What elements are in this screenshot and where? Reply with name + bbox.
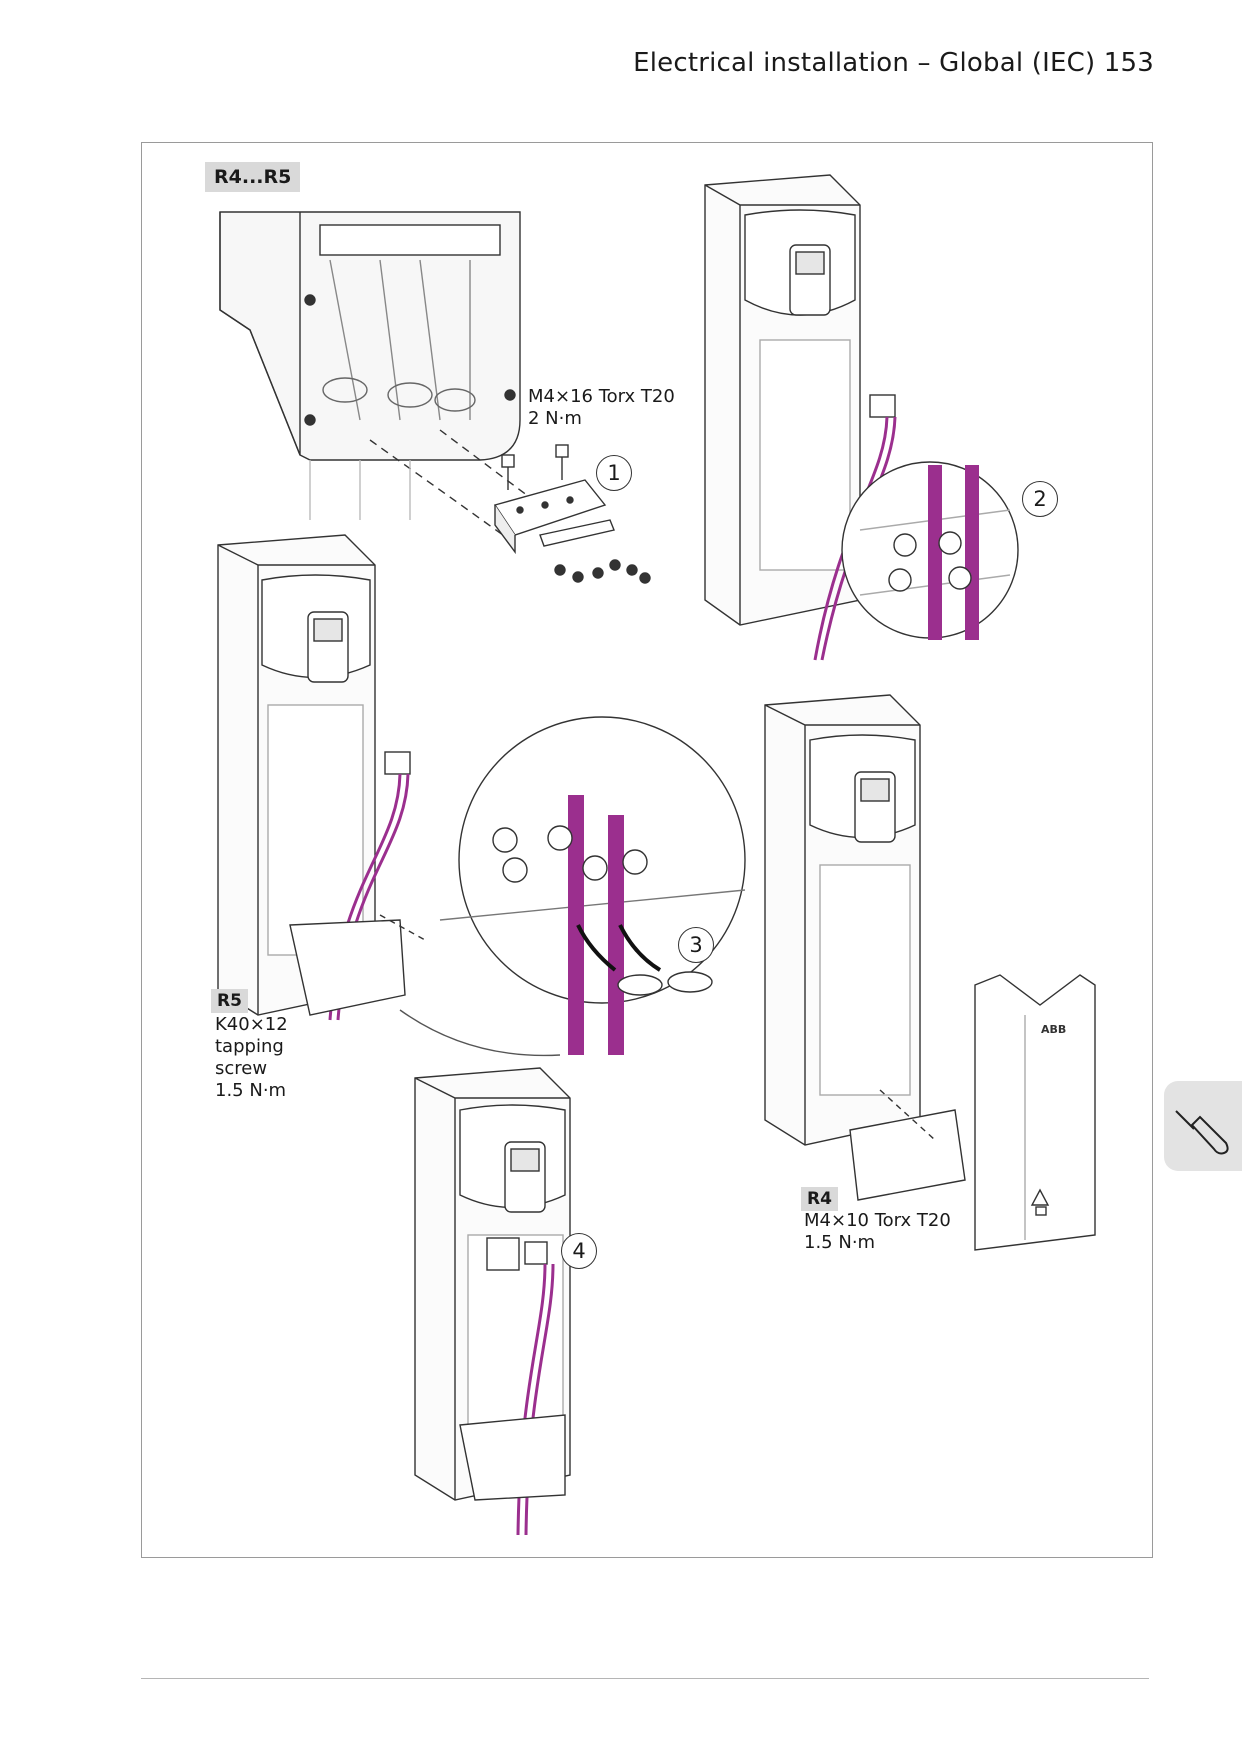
step-3-marker: 3	[678, 927, 714, 963]
r4-tag: R4	[801, 1187, 838, 1211]
chapter-tab	[1164, 1081, 1242, 1171]
screw-spec-r4: M4×10 Torx T20 1.5 N·m	[804, 1210, 951, 1253]
footer-rule	[141, 1678, 1149, 1679]
drive-step-4	[414, 1067, 571, 1536]
drive-bottom-detail	[219, 211, 561, 541]
cover-logo: ABB	[1041, 1023, 1066, 1036]
frame-size-tag: R4...R5	[205, 162, 301, 192]
clamp-bracket	[493, 444, 651, 584]
page-header: Electrical installation – Global (IEC) 1…	[633, 48, 1154, 78]
step-2-marker: 2	[1022, 481, 1058, 517]
screw-spec-r5: K40×12 tapping screw 1.5 N·m	[215, 1014, 288, 1101]
step-1-marker: 1	[596, 455, 632, 491]
drive-step-2	[704, 174, 1019, 661]
r5-tag: R5	[211, 989, 248, 1013]
step-4-marker: 4	[561, 1233, 597, 1269]
figure-frame	[141, 142, 1153, 1558]
drive-r4	[764, 694, 1096, 1251]
screwdriver-icon	[1175, 1110, 1229, 1155]
drive-step-3	[217, 534, 746, 1057]
screw-spec-m4x16: M4×16 Torx T20 2 N·m	[528, 386, 675, 429]
